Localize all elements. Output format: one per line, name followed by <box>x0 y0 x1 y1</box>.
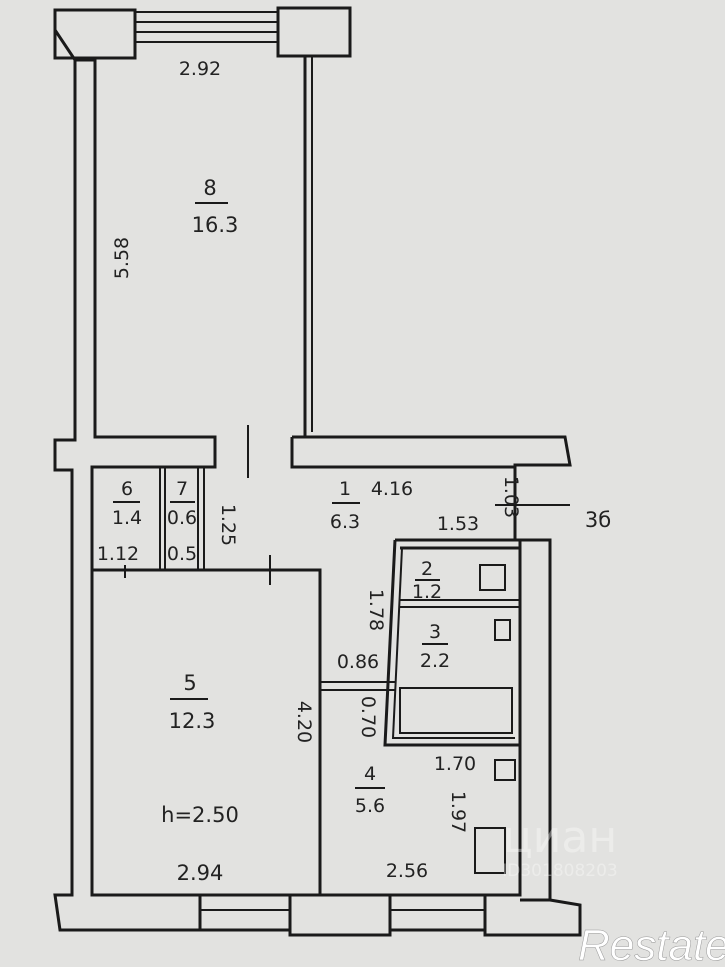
room-2: 2 1.2 <box>412 558 442 603</box>
room-7: 7 0.6 <box>167 478 197 529</box>
walls <box>53 6 582 937</box>
room-1: 1 6.3 <box>330 478 360 533</box>
svg-text:1.12: 1.12 <box>97 543 139 565</box>
svg-text:0.6: 0.6 <box>167 507 197 529</box>
svg-text:1.53: 1.53 <box>437 513 479 535</box>
svg-text:0.86: 0.86 <box>337 651 379 673</box>
window-top <box>134 11 279 43</box>
svg-text:5: 5 <box>183 671 196 695</box>
svg-text:2.56: 2.56 <box>386 860 428 882</box>
restate-logo: Restate <box>578 921 725 967</box>
svg-text:1.97: 1.97 <box>447 791 469 833</box>
room-3: 3 2.2 <box>420 621 450 672</box>
room-5: 5 12.3 h=2.50 <box>161 671 239 827</box>
toilet-fixture <box>479 564 506 591</box>
svg-text:12.3: 12.3 <box>169 709 216 733</box>
svg-text:1.03: 1.03 <box>500 476 522 518</box>
watermark-brand: циан <box>503 812 617 863</box>
watermark-id: ID301808203 <box>502 861 617 881</box>
window-bottom-left <box>198 893 292 932</box>
stove-fixture <box>494 759 516 781</box>
svg-text:4: 4 <box>364 763 376 785</box>
svg-text:2.2: 2.2 <box>420 650 450 672</box>
svg-text:2: 2 <box>421 558 433 580</box>
svg-text:0.5: 0.5 <box>167 543 197 565</box>
svg-text:2.92: 2.92 <box>179 58 221 80</box>
svg-text:1.78: 1.78 <box>365 589 387 631</box>
svg-text:1.25: 1.25 <box>217 504 239 546</box>
svg-text:16.3: 16.3 <box>192 213 239 237</box>
ceiling-height: h=2.50 <box>161 803 239 827</box>
room-8: 8 16.3 <box>192 176 239 237</box>
wall-pier-left <box>53 8 137 60</box>
svg-text:4.16: 4.16 <box>371 478 413 500</box>
wall-pier-bottom <box>288 893 392 937</box>
svg-text:1: 1 <box>339 478 351 500</box>
svg-text:1.4: 1.4 <box>112 507 142 529</box>
dimensions: 2.92 5.58 4.16 1.03 1.53 1.25 1.12 0.5 1… <box>97 58 611 885</box>
svg-text:7: 7 <box>176 478 188 500</box>
kitchen-sink-fixture <box>474 827 506 874</box>
svg-text:5.6: 5.6 <box>355 795 385 817</box>
svg-text:6.3: 6.3 <box>330 511 360 533</box>
svg-text:4.20: 4.20 <box>293 701 315 743</box>
svg-text:6: 6 <box>121 478 133 500</box>
svg-text:0.70: 0.70 <box>357 696 379 738</box>
room-4: 4 5.6 <box>355 763 385 817</box>
callout-label: 3б <box>585 508 611 532</box>
svg-text:2.94: 2.94 <box>177 861 224 885</box>
svg-text:5.58: 5.58 <box>111 237 133 279</box>
window-bottom-right <box>388 893 487 932</box>
bathtub <box>399 687 513 734</box>
room-6: 6 1.4 <box>112 478 142 529</box>
sink-fixture <box>494 619 511 641</box>
svg-text:1.2: 1.2 <box>412 581 442 603</box>
wall-pier-right <box>276 6 352 58</box>
svg-text:1.70: 1.70 <box>434 753 476 775</box>
svg-text:8: 8 <box>203 176 216 200</box>
svg-text:3: 3 <box>429 621 441 643</box>
